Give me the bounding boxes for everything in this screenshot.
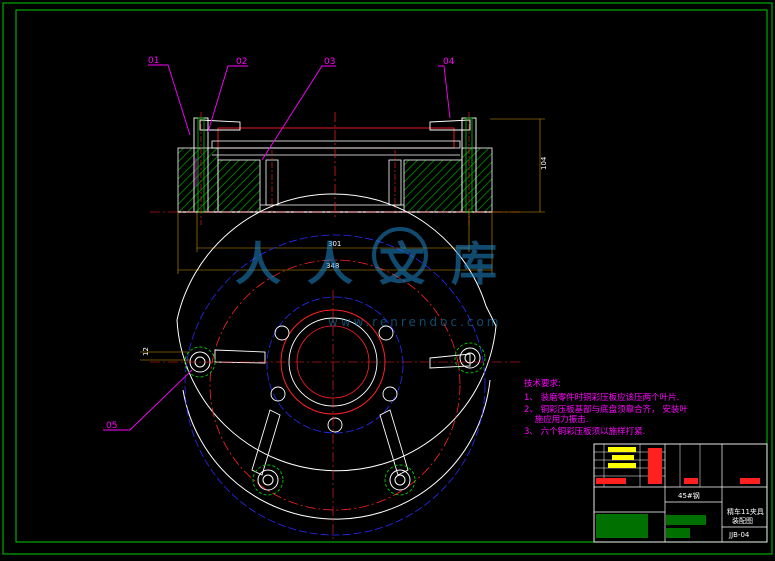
- part-label-03: 03: [324, 57, 335, 67]
- tech-requirements: 技术要求: 1、 装磨零件时铜彩压板应该压两个叶片. 2、 铜彩压板基部与底盘须…: [524, 378, 688, 437]
- watermark: 人人文库 www.renrendoc.com: [235, 227, 523, 329]
- title-material: 45#钢: [678, 491, 700, 500]
- dimension-inner-width: 301: [328, 240, 341, 248]
- clamp-bolt: [384, 464, 416, 496]
- clamp-bolt: [252, 464, 284, 496]
- watermark-text: 人人文库: [235, 237, 523, 291]
- watermark-url: www.renrendoc.com: [328, 315, 501, 329]
- clamp-left: [199, 119, 241, 131]
- section-left-flange: [217, 159, 261, 213]
- part-label-05: 05: [106, 421, 117, 431]
- tech-requirement-line: 2、 铜彩压板基部与底盘须靠合齐， 安装叶: [524, 404, 688, 415]
- part-label-02: 02: [236, 57, 247, 67]
- dimension-labels: 104 301 348 12: [142, 156, 548, 356]
- part-label-01: 01: [148, 56, 159, 66]
- section-right-flange: [403, 159, 463, 213]
- plan-view: [103, 193, 520, 540]
- tech-requirements-title: 技术要求:: [524, 378, 561, 389]
- tech-requirement-line: 1、 装磨零件时铜彩压板应该压两个叶片.: [524, 392, 679, 403]
- dimension-height: 104: [540, 156, 548, 170]
- clamp-bolt: [454, 342, 486, 374]
- title-block-text: 45#钢 精车11夹具 装配图 JJB-04: [678, 491, 764, 539]
- part-callouts: 01 02 03 04 05: [106, 56, 455, 431]
- dimension-outer-width: 348: [326, 262, 339, 270]
- part-label-04: 04: [443, 57, 455, 67]
- tech-requirement-line: 施应用力振击.: [524, 414, 589, 425]
- title-name-line1: 精车11夹具: [727, 507, 764, 516]
- plan-outer-contour: [176, 193, 497, 472]
- section-right-body: [461, 147, 493, 213]
- tech-requirement-line: 3、 六个铜彩压板须以施样打紧.: [524, 426, 645, 437]
- title-drawing-number: JJB-04: [728, 531, 750, 539]
- dimension-slot: 12: [142, 347, 150, 356]
- title-name-line2: 装配图: [732, 516, 753, 525]
- section-view: [148, 64, 545, 274]
- title-block: [593, 443, 768, 543]
- workpiece-top: [217, 127, 455, 149]
- clamp-right: [429, 119, 471, 131]
- drawing-border-inner: [15, 9, 768, 543]
